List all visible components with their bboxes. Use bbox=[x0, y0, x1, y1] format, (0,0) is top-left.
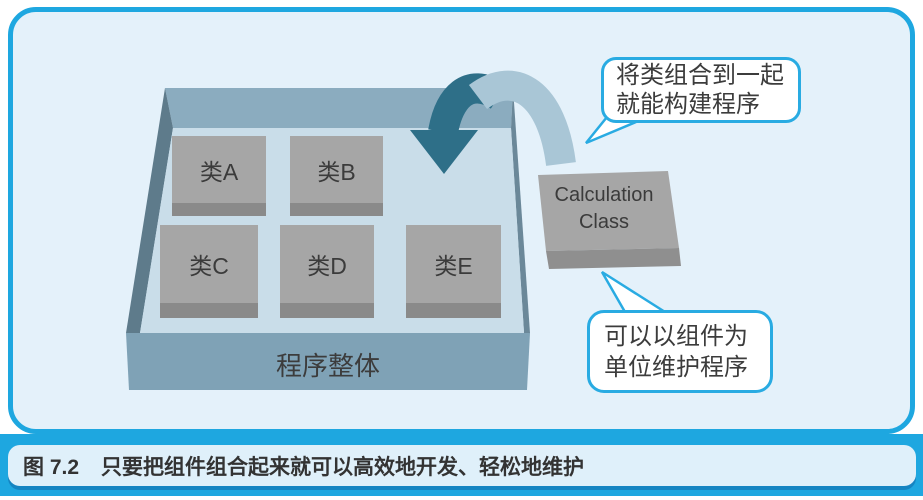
callout-maintain-line-2: 单位维护程序 bbox=[604, 353, 748, 381]
class-tile-c: 类C bbox=[160, 225, 258, 318]
callout-build-program: 将类组合到一起 就能构建程序 bbox=[601, 57, 801, 123]
class-tile-e: 类E bbox=[406, 225, 501, 318]
class-tile-d-label: 类D bbox=[307, 253, 347, 279]
class-tile-b: 类B bbox=[290, 136, 383, 216]
class-tile-d: 类D bbox=[280, 225, 374, 318]
tray-left-wall bbox=[126, 88, 173, 333]
component-label-line-2: Class bbox=[578, 211, 629, 233]
figure-number: 图 7.2 bbox=[23, 455, 80, 479]
callout-build-line-1: 将类组合到一起 bbox=[616, 62, 784, 89]
component-label-line-1: Calculation bbox=[554, 184, 654, 206]
callout-build-line-2: 就能构建程序 bbox=[616, 91, 760, 118]
component-tile-edge bbox=[546, 248, 681, 269]
figure-caption: 图 7.2 只要把组件组合起来就可以高效地开发、轻松地维护 bbox=[8, 445, 916, 486]
callout-maintain-program: 可以以组件为 单位维护程序 bbox=[587, 310, 773, 393]
class-tile-a-label: 类A bbox=[199, 158, 239, 185]
tray-right-wall bbox=[511, 88, 530, 333]
class-tile-c-label: 类C bbox=[189, 253, 229, 279]
class-tile-b-label: 类B bbox=[317, 158, 356, 185]
composition-arrow-light-limb bbox=[468, 70, 576, 167]
component-tile-face bbox=[538, 171, 679, 251]
bubble-2-tail bbox=[600, 270, 670, 314]
tray-label: 程序整体 bbox=[275, 351, 380, 381]
tray-rim bbox=[165, 88, 513, 128]
component-tile-label: Calculation Class bbox=[538, 182, 670, 236]
tray-front-face bbox=[126, 333, 530, 390]
class-tile-a: 类A bbox=[172, 136, 266, 216]
class-tile-e-label: 类E bbox=[434, 253, 473, 279]
composition-arrow-head bbox=[410, 130, 478, 174]
callout-maintain-line-1: 可以以组件为 bbox=[604, 322, 748, 350]
figure-caption-text: 只要把组件组合起来就可以高效地开发、轻松地维护 bbox=[101, 455, 585, 479]
